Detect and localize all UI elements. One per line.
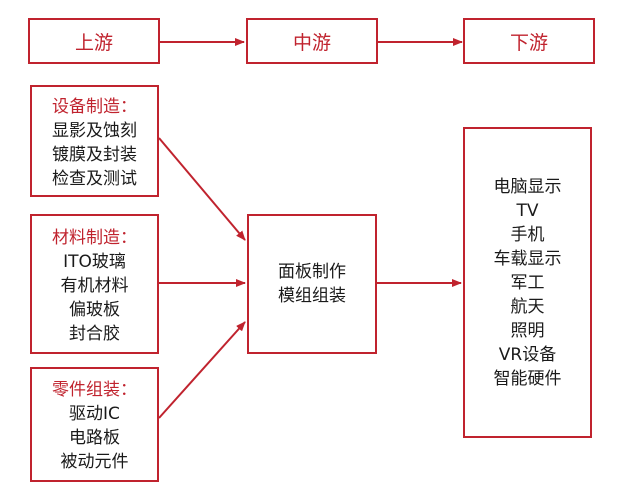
list-item: 手机 <box>510 224 545 245</box>
stage-midstream-label: 中游 <box>292 31 331 54</box>
list-item: 军工 <box>510 272 545 293</box>
list-item: VR设备 <box>498 344 557 365</box>
group-equipment-title: 设备制造： <box>52 96 137 117</box>
list-item: 有机材料 <box>60 275 129 296</box>
list-item: 显影及蚀刻 <box>52 120 137 141</box>
stage-upstream: 上游 <box>28 18 160 64</box>
list-item: 照明 <box>510 320 545 341</box>
stage-downstream-label: 下游 <box>509 31 548 54</box>
arrow-equipment-to-panel <box>158 137 246 241</box>
stage-downstream: 下游 <box>463 18 595 64</box>
list-item: 驱动IC <box>69 404 120 424</box>
downstream-applications: 电脑显示 TV 手机 车载显示 军工 航天 照明 VR设备 智能硬件 <box>463 127 592 438</box>
list-item: 电脑显示 <box>493 176 562 197</box>
panel-module-box: 面板制作 模组组装 <box>247 214 377 354</box>
stage-midstream: 中游 <box>246 18 378 64</box>
group-materials: 材料制造： ITO玻璃 有机材料 偏玻板 封合胶 <box>30 214 159 354</box>
list-item: 模组组装 <box>278 286 346 306</box>
list-item: 电路板 <box>69 428 120 448</box>
list-item: 偏玻板 <box>69 299 120 320</box>
list-item: 车载显示 <box>493 248 562 269</box>
list-item: ITO玻璃 <box>63 251 126 272</box>
list-item: 航天 <box>510 296 545 317</box>
list-item: 面板制作 <box>278 262 346 282</box>
list-item: 镀膜及封装 <box>52 144 137 165</box>
list-item: 检查及测试 <box>52 168 137 189</box>
list-item: 封合胶 <box>69 323 120 344</box>
list-item: TV <box>516 200 539 221</box>
group-equipment: 设备制造： 显影及蚀刻 镀膜及封装 检查及测试 <box>30 85 159 197</box>
group-parts: 零件组装： 驱动IC 电路板 被动元件 <box>30 367 159 482</box>
arrow-parts-to-panel <box>158 321 246 419</box>
stage-upstream-label: 上游 <box>74 31 113 54</box>
list-item: 智能硬件 <box>493 368 562 389</box>
list-item: 被动元件 <box>60 452 129 472</box>
group-materials-title: 材料制造： <box>52 227 137 248</box>
group-parts-title: 零件组装： <box>52 380 137 400</box>
